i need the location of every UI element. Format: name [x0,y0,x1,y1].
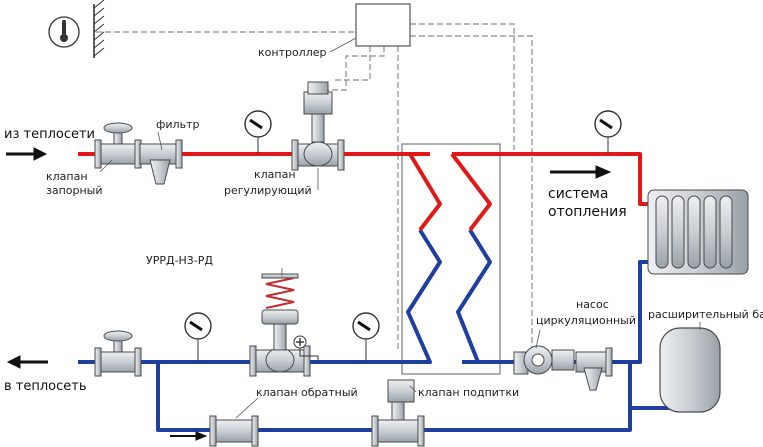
controller-leader [329,37,357,53]
regulating-valve-label-1: клапан [254,168,296,181]
controller-label: контроллер [258,46,327,59]
expansion-tank-label: расширительный бак [648,308,763,321]
hx-secondary-blue [456,228,492,364]
control-line-actuator-2 [332,46,371,81]
label-leaders [99,131,701,419]
flow-arrows [6,147,612,441]
pressure-regulator [249,273,319,377]
shutoff-valve-outlet [94,330,142,377]
outlet-label: в теплосеть [4,379,87,394]
hx-primary-red [408,152,442,232]
radiator [647,189,749,275]
control-lines [96,23,533,352]
makeup-valve [371,379,425,447]
pump-strainer [575,347,613,391]
check-valve-label: клапан обратный [256,386,358,399]
control-line-supply-sensor [410,23,515,150]
shutoff-valve-label-2: запорный [46,184,103,197]
makeup-valve-label: клапан подпитки [418,386,519,399]
control-line-actuator [318,46,385,91]
shutoff-valve-label-1: клапан [46,170,88,183]
heating-system-label-2: отопления [548,204,627,220]
arrow-heating-supply [550,165,612,179]
shutoff-valve-inlet [94,122,142,169]
expansion-tank [659,327,721,413]
regulating-valve [291,81,345,171]
pump-label-2: циркуляционный [536,314,636,327]
controller-box [355,3,411,47]
outdoor-temperature-sensor [48,16,80,48]
heating-system-label-1: система [548,186,608,202]
pressure-gauge-icon [352,312,380,362]
pressure-gauge-icon [244,110,272,154]
inlet-label: из теплосети [4,127,95,142]
regulating-valve-label-2: регулирующий [224,184,312,197]
arrow-outlet [6,355,48,369]
pressure-regulator-label: УРРД-Н3-РД [146,254,213,267]
control-line-pump [410,35,533,352]
strainer-filter [139,139,183,185]
heating-return-pipe [478,260,660,364]
arrow-inlet [6,147,48,161]
circulation-pump [513,345,575,375]
pump-label-1: насос [576,298,609,311]
pressure-gauge-icon [184,312,212,362]
pressure-gauge-icon [594,110,622,154]
arrow-makeup [170,431,208,441]
filter-label: фильтр [156,118,199,131]
hx-secondary-red [450,152,492,232]
check-valve [209,415,259,447]
wall-hatch [93,0,105,58]
hx-primary-blue [400,228,442,364]
heat-exchanger-frame [401,143,501,375]
